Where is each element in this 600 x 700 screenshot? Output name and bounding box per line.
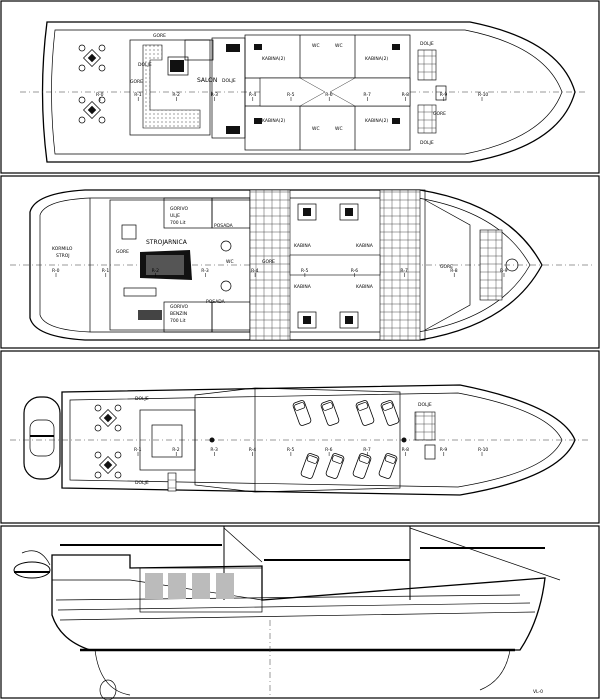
- frame-label: R-3: [211, 92, 219, 98]
- label-dolje-b: DOLJE: [222, 78, 236, 84]
- salon-block: [129, 39, 211, 136]
- label-gore-left: GORE: [130, 79, 143, 85]
- label-dolje-p3-c: DOLJE: [418, 402, 432, 408]
- frame-label: R-3: [201, 268, 209, 274]
- panel-lower-deck: GORIVO ULJE 700 Lit GORIVO BENZIN 700 Li…: [0, 175, 600, 349]
- frame-label: R-6: [351, 268, 359, 274]
- frame-label: R-4: [249, 92, 257, 98]
- tender-dinghy: [23, 396, 61, 480]
- label-kabina-p2-4: KABINA: [356, 284, 374, 290]
- label-kabina-2: KABINA(2): [365, 56, 388, 62]
- frame-label: R-10: [478, 447, 488, 453]
- label-benzin-bot: BENZIN: [170, 311, 187, 317]
- frame-label: R-2: [152, 268, 160, 274]
- lower-deck-hull: [29, 189, 543, 341]
- frame-label: R-9: [440, 447, 448, 453]
- label-vl0: VL-0: [533, 689, 543, 695]
- label-kabina-4: KABINA(2): [365, 118, 388, 124]
- frame-label: R-8: [450, 268, 458, 274]
- label-gore-b: GORE: [262, 259, 275, 265]
- label-wc-1: WC: [312, 43, 320, 49]
- label-salon: SALON: [197, 77, 217, 84]
- label-strojarnica: STROJARNICA: [146, 239, 188, 246]
- label-ulje-top: ULJE: [170, 213, 180, 219]
- panel-side-profile-frame: [0, 525, 600, 699]
- label-wc: WC: [226, 259, 234, 265]
- frame-label: R-5: [287, 92, 295, 98]
- label-dolje-p3-b: DOLJE: [135, 480, 149, 486]
- panel-lower-deck-frame: [0, 175, 600, 349]
- frame-label: R-7: [363, 447, 371, 453]
- label-dolje-a: DOLJE: [138, 62, 152, 68]
- frame-label: R-3: [210, 447, 218, 453]
- label-kabina-1: KABINA(2): [262, 56, 285, 62]
- profile-hull: [51, 554, 546, 651]
- frame-label: R-9: [440, 92, 448, 98]
- frame-label: R-5: [301, 268, 309, 274]
- label-dolje-p3-a: DOLJE: [135, 396, 149, 402]
- frame-label: R-0: [96, 92, 104, 98]
- frame-label: R-7: [363, 92, 371, 98]
- label-posada-2: POSADA: [206, 299, 226, 305]
- label-kabina-3: KABINA(2): [262, 118, 285, 124]
- label-gorivo-bot: GORIVO: [170, 304, 188, 310]
- main-deck-frame-marks: R-0 R-1 R-2 R-3 R-4 R-5 R-6 R-7 R-8 R-9 R-10: [96, 92, 488, 101]
- label-gorivo-bot-cap: 700 Lit: [170, 318, 186, 324]
- frame-label: R-1: [134, 92, 142, 98]
- frame-label: R-2: [172, 92, 180, 98]
- frame-label: R-6: [325, 92, 333, 98]
- label-kormilo: KORMILO: [52, 246, 73, 252]
- label-kabina-p2-3: KABINA: [294, 284, 312, 290]
- label-wc-3: WC: [312, 126, 320, 132]
- frame-label: R-1: [134, 447, 142, 453]
- label-posada-1: POSADA: [214, 223, 234, 229]
- frame-label: R-6: [325, 447, 333, 453]
- panel-sun-deck-frame: [0, 350, 600, 524]
- label-stroj: STROJ: [56, 253, 70, 259]
- label-dolje-c: DOLJE: [420, 41, 434, 47]
- frame-label: R-8: [402, 447, 410, 453]
- frame-label: R-7: [400, 268, 408, 274]
- label-gore-top: GORE: [153, 33, 166, 39]
- frame-label: R-4: [249, 447, 257, 453]
- panel-main-deck-frame: [0, 0, 600, 174]
- main-deck-hull: [41, 21, 576, 163]
- frame-label: R-2: [172, 447, 180, 453]
- label-gore-a: GORE: [116, 249, 129, 255]
- sun-deck-frame-marks: R-1 R-2 R-3 R-4 R-5 R-6 R-7 R-8 R-9 R-10: [134, 447, 488, 456]
- label-wc-2: WC: [335, 43, 343, 49]
- frame-label: R-0: [52, 268, 60, 274]
- label-gorivo-top: GORIVO: [170, 206, 188, 212]
- label-dolje-d: DOLJE: [420, 140, 434, 146]
- label-kabina-p2-1: KABINA: [294, 243, 312, 249]
- panel-main-deck: GORE GORE SALON DOLJE DOLJE DOLJE DOLJE …: [0, 0, 600, 174]
- label-kabina-p2-2: KABINA: [356, 243, 374, 249]
- frame-label: R-1: [102, 268, 110, 274]
- lower-deck-frame-marks: R-0 R-1 R-2 R-3 R-4 R-5 R-6 R-7 R-8 R-9: [52, 268, 508, 277]
- frame-label: R-9: [500, 268, 508, 274]
- label-gore-c: GORE: [440, 264, 453, 270]
- frame-label: R-8: [402, 92, 410, 98]
- label-wc-4: WC: [335, 126, 343, 132]
- deckhouse: [139, 567, 263, 613]
- label-gorivo-top-cap: 700 Lit: [170, 220, 186, 226]
- panel-side-profile: VL-0: [0, 525, 600, 700]
- label-gore-right: GORE: [433, 111, 446, 117]
- frame-label: R-5: [287, 447, 295, 453]
- frame-label: R-4: [251, 268, 259, 274]
- frame-label: R-10: [478, 92, 488, 98]
